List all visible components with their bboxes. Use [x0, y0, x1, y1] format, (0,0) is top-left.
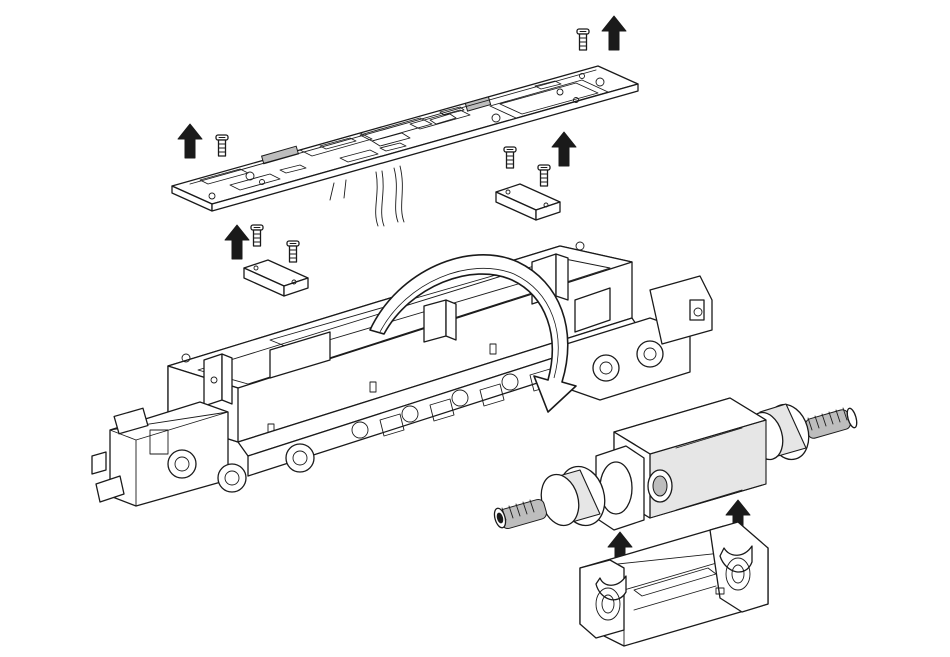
arrow-up-icon — [602, 16, 626, 50]
spacer-block-left — [244, 260, 308, 296]
arrow-up-icon — [552, 132, 576, 166]
worm-right — [804, 407, 859, 439]
arrow-up-icon — [225, 225, 249, 259]
motor — [492, 398, 858, 531]
screw-top-right — [577, 29, 589, 50]
screw-right-b — [538, 165, 550, 186]
screw-lower-a — [251, 225, 263, 246]
screw-lower-b — [287, 241, 299, 262]
screw-left — [216, 135, 228, 156]
arrow-up-icon — [178, 124, 202, 158]
spacer-block-right — [496, 184, 560, 220]
screw-right-a — [504, 147, 516, 168]
worm-left — [492, 498, 547, 530]
motor-cradle — [580, 522, 768, 646]
